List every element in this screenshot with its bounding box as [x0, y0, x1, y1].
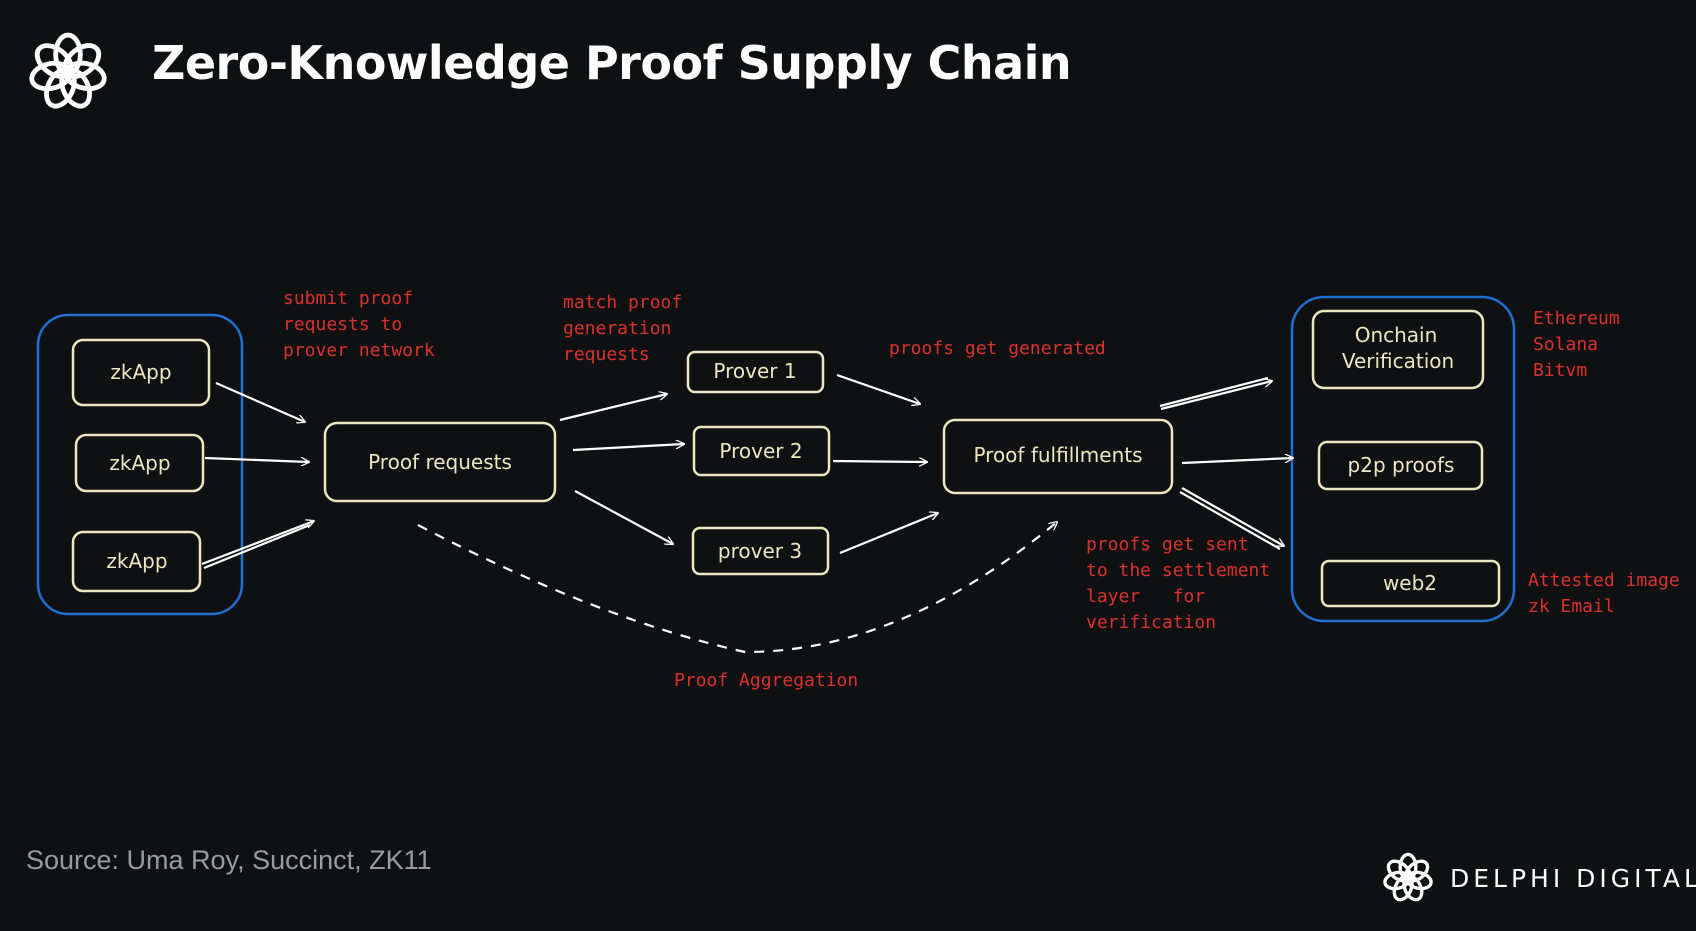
zkapp-label-3: zkApp	[106, 549, 167, 573]
arrow-requests-to-prover3	[574, 490, 673, 544]
note-chain-2: Solana	[1533, 334, 1598, 355]
onchain-verification-box: Onchain Verification	[1311, 309, 1485, 390]
note-sent: proofs get sent to the settlement layer …	[1086, 534, 1270, 633]
arrow-requests-to-prover2	[572, 444, 684, 452]
note-sent-line3: layer for	[1086, 586, 1205, 607]
brand-lockup: DELPHI DIGITAL	[1380, 850, 1696, 906]
arrow-prover1-to-fulfillments	[836, 373, 920, 404]
proof-fulfillments-box: Proof fulfillments	[942, 418, 1174, 495]
arrow-onchain-double-line	[1159, 376, 1269, 408]
arrow-prover3-to-fulfillments	[839, 513, 938, 555]
zkapp-label-1: zkApp	[110, 360, 171, 384]
prover-label-1: Prover 1	[713, 359, 796, 383]
note-submit-line1: submit proof	[283, 288, 413, 309]
note-chain-1: Ethereum	[1533, 308, 1620, 329]
zkapps-group	[36, 313, 244, 616]
web2-box: web2	[1320, 559, 1501, 608]
onchain-label-line1: Onchain	[1355, 323, 1438, 347]
note-match-line1: match proof	[563, 292, 682, 313]
note-match: match proof generation requests	[563, 292, 682, 365]
note-submit-line3: prover network	[283, 340, 435, 361]
prover-box-3: prover 3	[691, 526, 830, 576]
note-aggregation: Proof Aggregation	[674, 670, 858, 691]
note-sent-line4: verification	[1086, 612, 1216, 633]
note-sent-line2: to the settlement	[1086, 560, 1270, 581]
delphi-logo-icon	[29, 32, 107, 109]
note-chains: Ethereum Solana Bitvm	[1533, 308, 1620, 381]
web2-label: web2	[1383, 571, 1437, 595]
arrow-prover2-to-fulfillments	[832, 461, 927, 462]
proof-fulfillments-label: Proof fulfillments	[973, 443, 1142, 467]
note-web2-examples: Attested image zk Email	[1528, 570, 1680, 617]
page-title: Zero-Knowledge Proof Supply Chain	[152, 36, 1072, 90]
note-submit-line2: requests to	[283, 314, 402, 335]
arrow-web2-double-line	[1179, 491, 1281, 550]
delphi-brand-icon	[1383, 852, 1433, 902]
prover-box-2: Prover 2	[692, 425, 831, 477]
arrow-fulfillments-to-onchain	[1160, 381, 1272, 411]
source-credit: Source: Uma Roy, Succinct, ZK11	[26, 845, 432, 875]
arrow-fulfillments-to-p2p	[1181, 458, 1293, 465]
zkapp-box-3: zkApp	[71, 530, 202, 593]
zkapp-box-1: zkApp	[71, 338, 211, 407]
onchain-label-line2: Verification	[1342, 349, 1454, 373]
zkapp-box-2: zkApp	[74, 433, 205, 493]
note-submit: submit proof requests to prover network	[283, 288, 435, 361]
proof-aggregation-curve	[417, 522, 1057, 654]
brand-name: DELPHI DIGITAL	[1450, 863, 1696, 893]
note-web2-example-2: zk Email	[1528, 596, 1615, 617]
note-chain-3: Bitvm	[1533, 360, 1587, 381]
arrow-fulfillments-to-web2	[1181, 487, 1284, 546]
prover-box-1: Prover 1	[686, 350, 825, 394]
prover-label-3: prover 3	[718, 539, 802, 563]
note-web2-example-1: Attested image	[1528, 570, 1680, 591]
arrow-zkapp3-double-line	[203, 523, 311, 570]
zkapp-label-2: zkApp	[109, 451, 170, 475]
p2p-proofs-box: p2p proofs	[1317, 440, 1484, 491]
prover-label-2: Prover 2	[719, 439, 802, 463]
note-sent-line1: proofs get sent	[1086, 534, 1249, 555]
note-generated: proofs get generated	[889, 338, 1106, 359]
proof-requests-label: Proof requests	[368, 450, 512, 474]
p2p-proofs-label: p2p proofs	[1348, 453, 1455, 477]
arrow-zkapp3-to-requests	[201, 521, 314, 566]
note-match-line3: requests	[563, 344, 650, 365]
note-match-line2: generation	[563, 318, 671, 339]
arrow-requests-to-prover1	[559, 394, 667, 422]
proof-requests-box: Proof requests	[323, 421, 557, 503]
arrow-zkapp2-to-requests	[204, 456, 309, 462]
arrow-zkapp1-to-requests	[215, 381, 305, 422]
